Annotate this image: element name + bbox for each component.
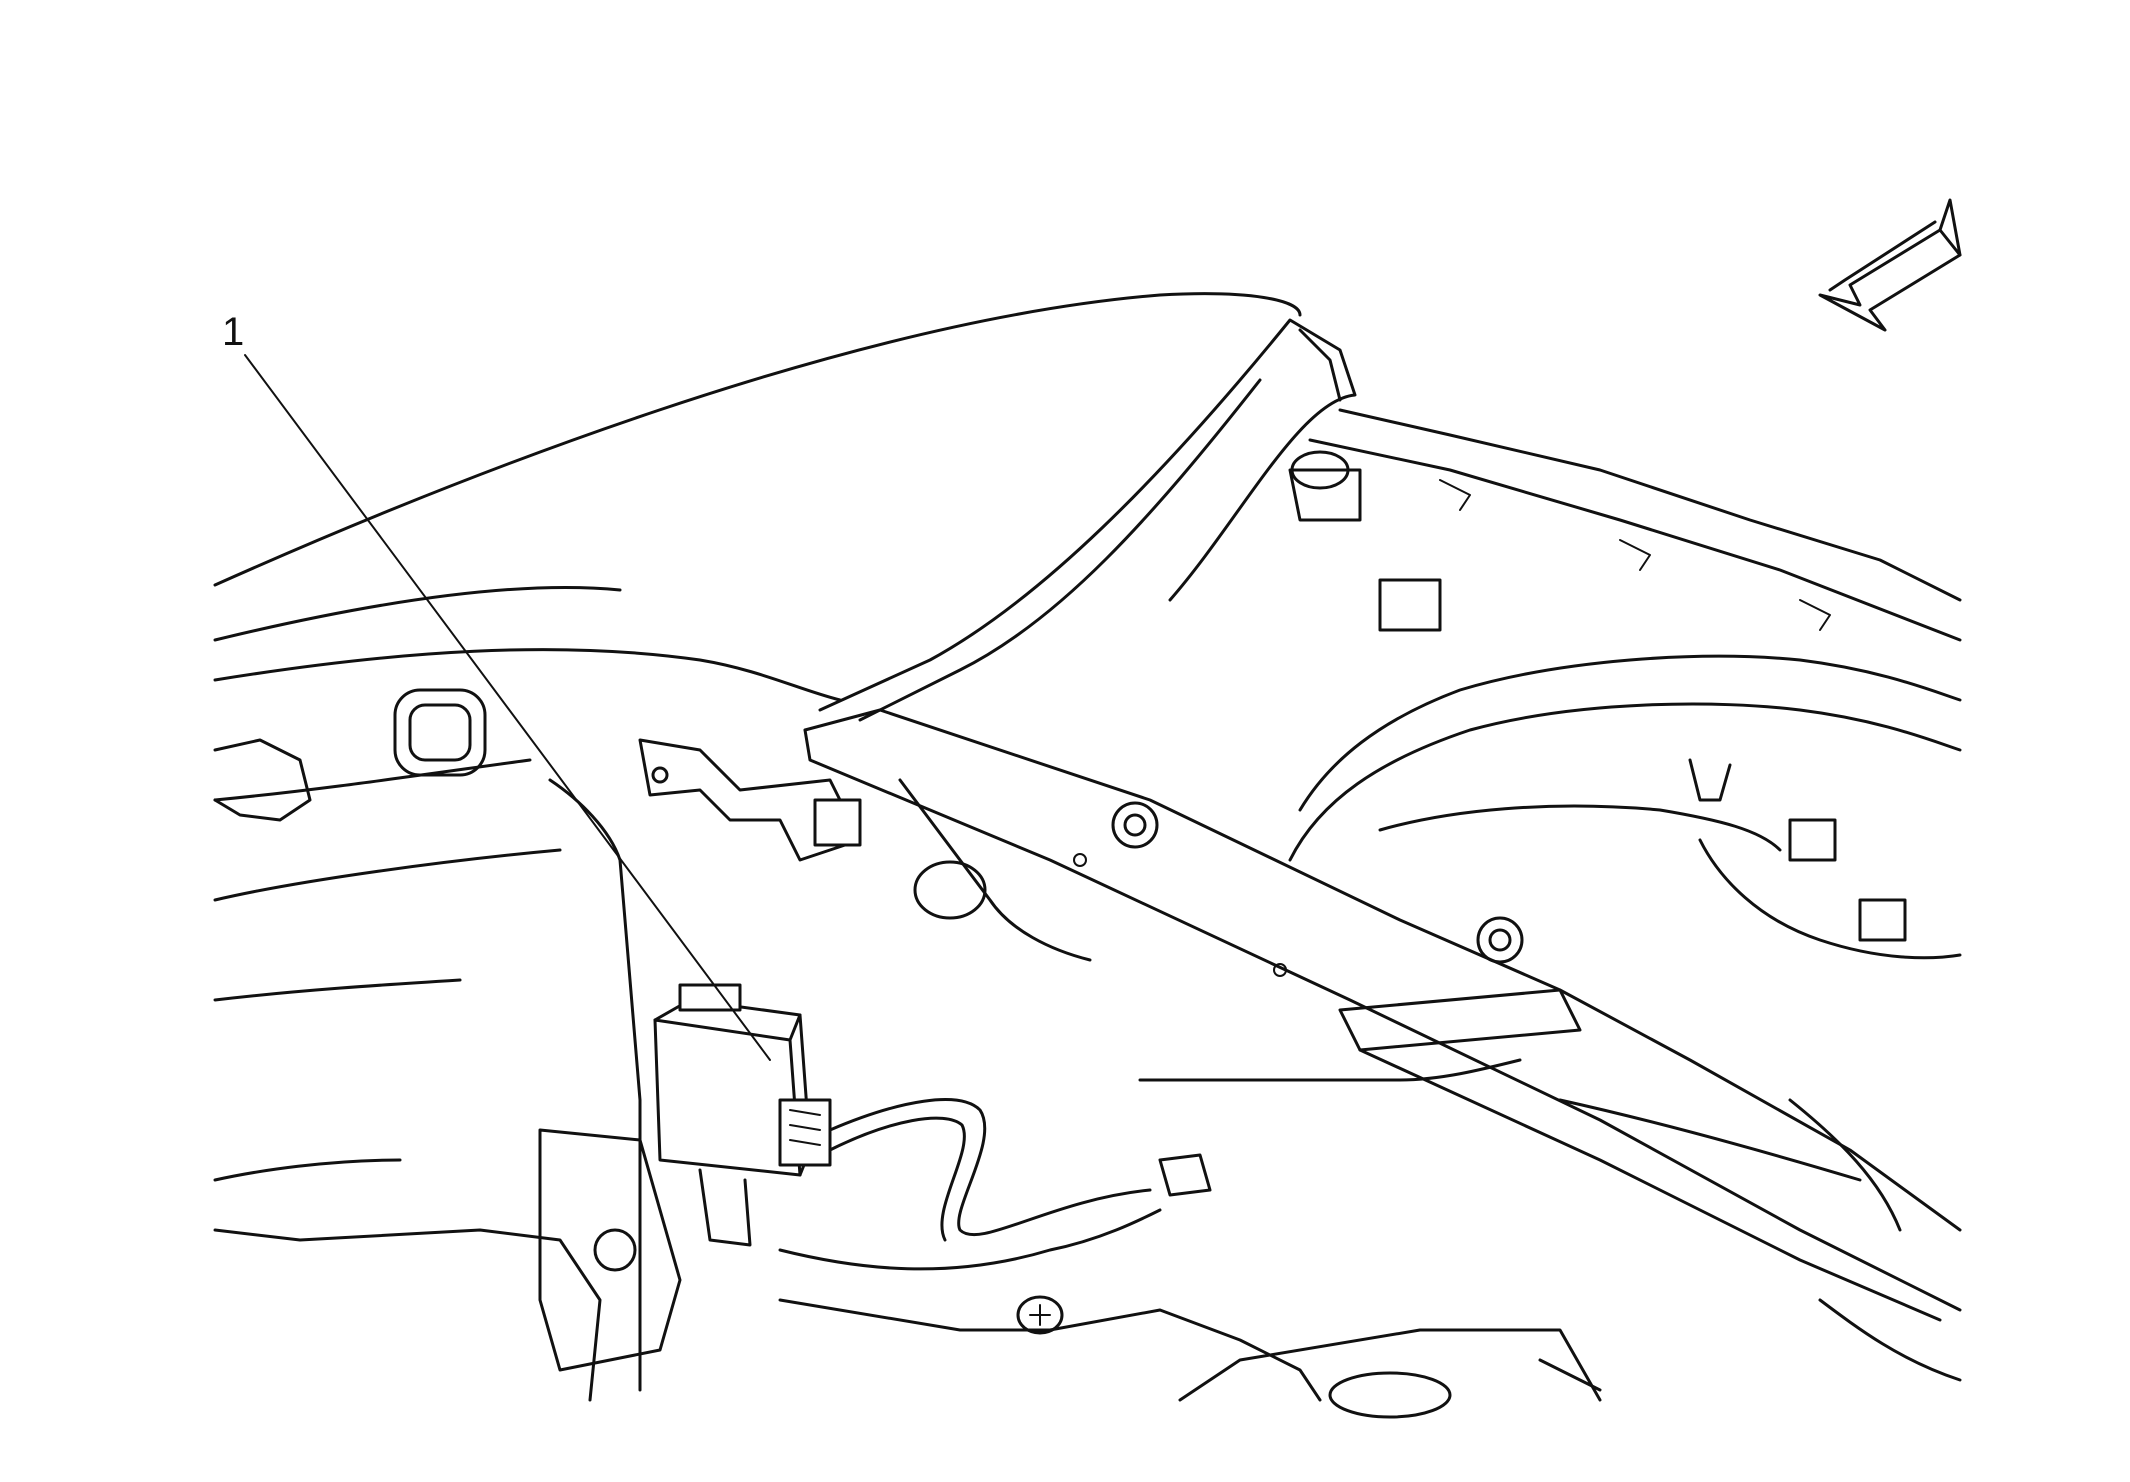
a-pillar (818, 318, 1357, 722)
control-module (653, 983, 832, 1247)
bracket (638, 738, 1092, 962)
callout-number-1: 1 (222, 310, 245, 354)
wiring-harness (778, 1058, 1522, 1271)
cross-beam (803, 708, 1962, 1322)
body-outline (213, 292, 1302, 802)
floor-panel (213, 1128, 1602, 1419)
quarter-panel (213, 688, 642, 1392)
callout-leader-line-1 (244, 354, 771, 1061)
floor-panel-right (1558, 1098, 1962, 1382)
cowl-panel (1288, 408, 1962, 642)
front-direction-arrow-icon (1818, 198, 1962, 332)
right-harness (1288, 578, 1962, 964)
